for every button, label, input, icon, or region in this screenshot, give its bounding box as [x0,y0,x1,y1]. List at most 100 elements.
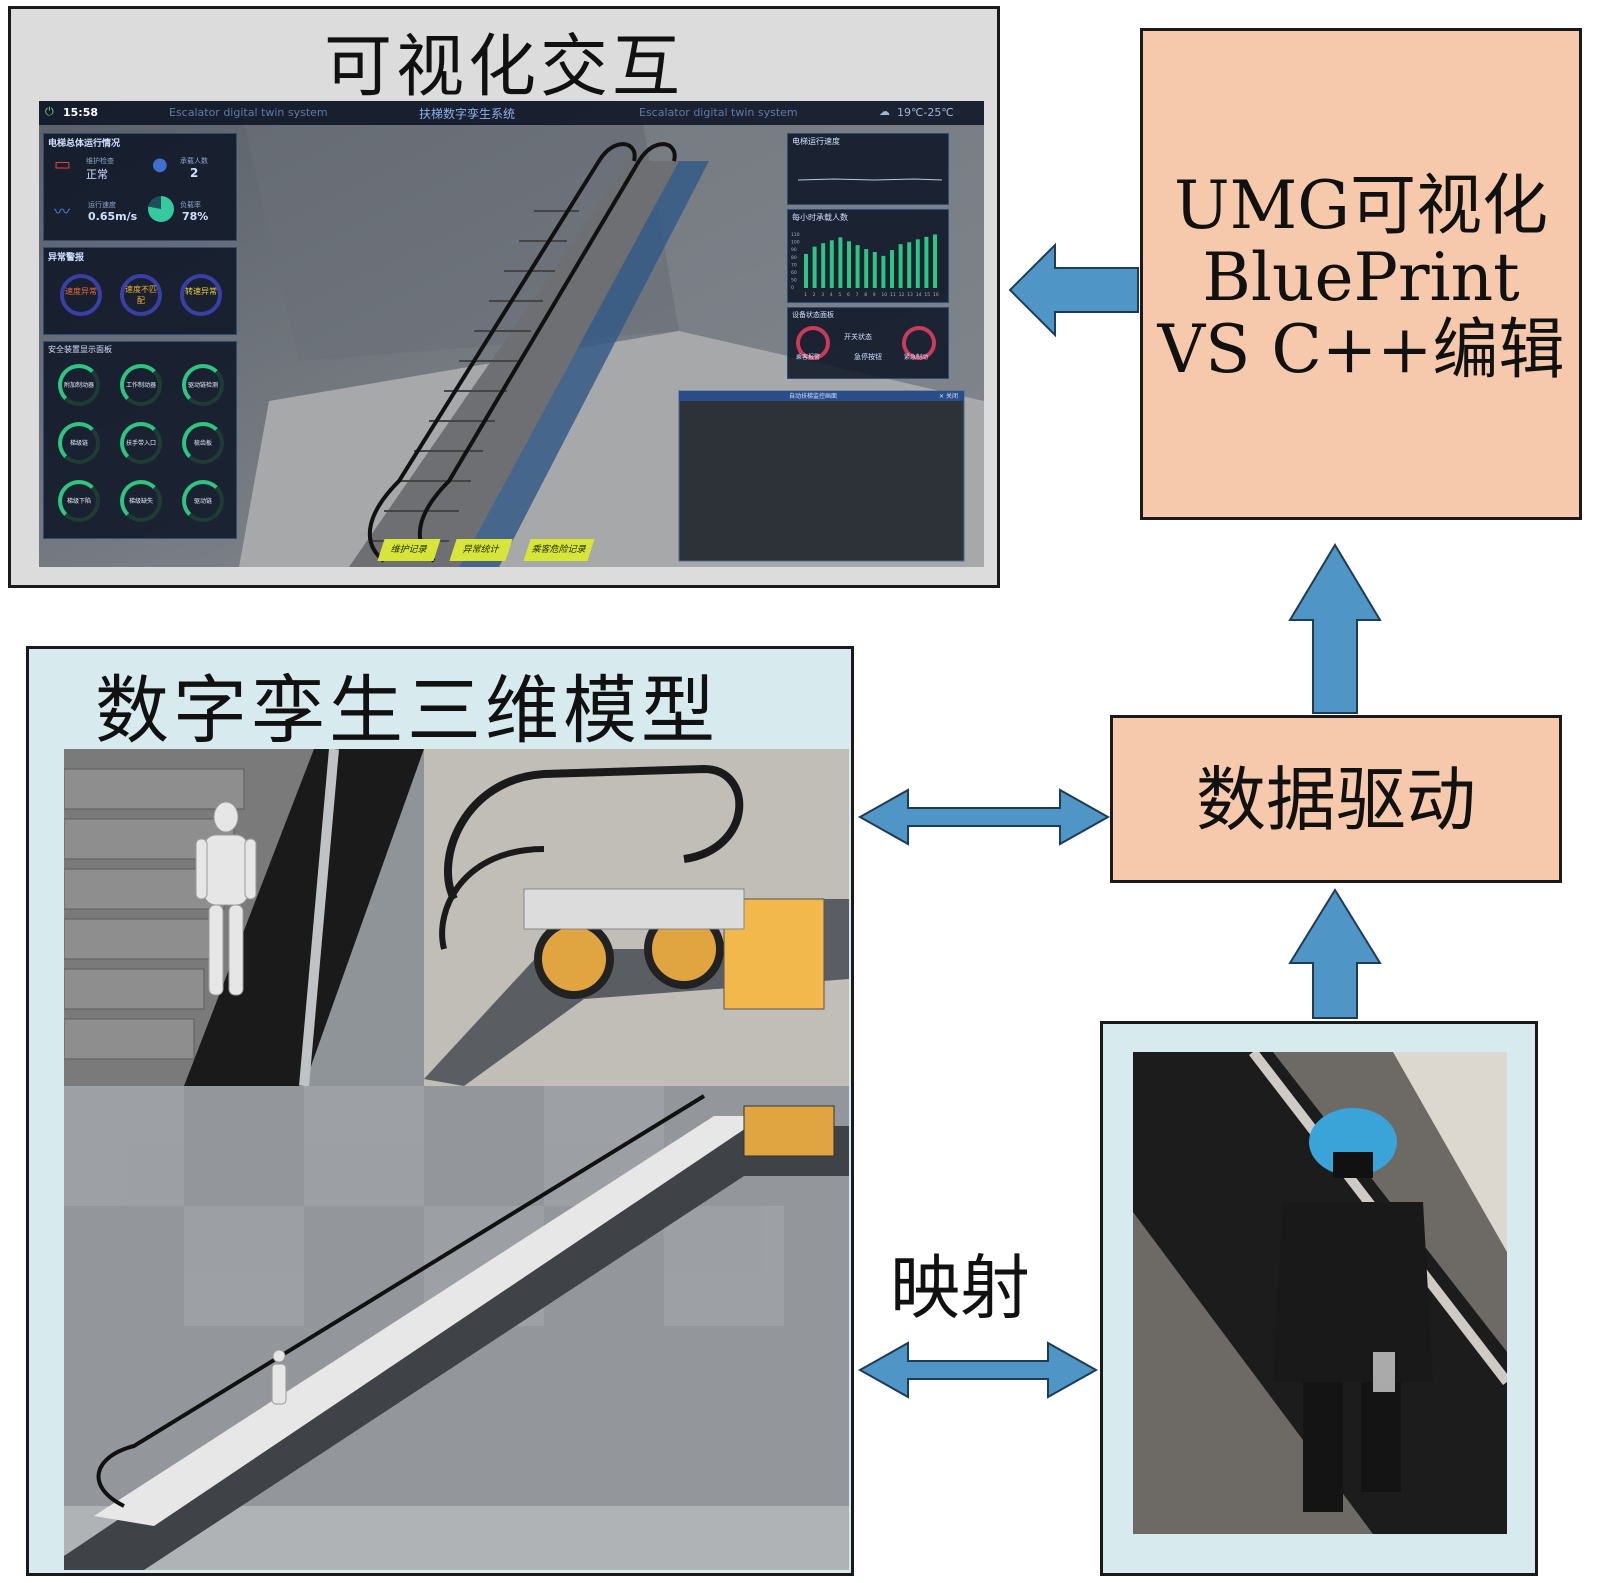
safety-label: 扶手带入口 [125,440,156,447]
video-title: 自动扶梯监控画面 [789,393,838,400]
render-drive-mechanism [424,749,849,1086]
status-item: 紧急制动 [904,354,929,361]
render-escalator-figure [64,749,424,1086]
passengers-value: 2 [190,166,199,180]
hud-top-bar: ⏻ 15:58 Escalator digital twin system 扶梯… [39,101,984,125]
monitor-icon: ▭ [54,154,72,175]
hourly-bar [881,255,886,288]
x-tick: 2 [813,292,816,298]
x-tick: 8 [864,292,867,298]
y-tick: 0 [791,285,794,291]
speed-label: 运行速度 [88,201,116,209]
arrow-to-umg [1288,543,1382,714]
status-item: 开关状态 [844,333,872,341]
video-close-button[interactable]: ✕ 关闭 [939,393,958,400]
weather: 19℃-25℃ [897,106,954,119]
speed-value: 0.65m/s [88,210,138,223]
pie-icon [148,196,174,222]
hourly-bar [804,253,808,288]
visualization-title: 可视化交互 [323,28,684,107]
safety-gauge [182,364,224,406]
safety-label: 附加制动器 [63,382,94,389]
real-escalator-photo [1133,1052,1507,1534]
person-in-helmet [1273,1108,1433,1512]
hourly-bar [890,250,894,288]
hourly-bar [898,244,903,288]
hourly-bar [829,240,834,288]
x-tick: 15 [924,292,930,298]
arrow-model-photo [857,1341,1099,1399]
hourly-bar [907,242,912,288]
safety-label: 梯级链 [69,440,88,447]
maintenance-value: 正常 [86,168,108,181]
power-icon[interactable]: ⏻ [45,105,54,118]
safety-panel: 安全装置显示面板 附加制动器工作制动器驱动链检测梯级链扶手带入口梳齿板梯级下陷梯… [43,341,237,539]
speed-chart-title: 电梯运行速度 [792,137,840,146]
y-tick: 100 [791,240,800,246]
x-tick: 16 [933,292,939,298]
safety-gauge [182,480,224,522]
safety-label: 驱动链检测 [187,382,218,389]
system-title: 扶梯数字孪生系统 [419,107,516,121]
x-tick: 6 [847,292,850,298]
alarm-gauge [180,274,222,316]
safety-gauge [120,480,162,522]
safety-gauge [58,364,100,406]
y-tick: 70 [791,262,797,268]
safety-gauge [120,422,162,464]
model-panel: 数字孪生三维模型 [26,646,854,1576]
alarm-item: 速度异常 [65,287,97,296]
dashboard-screenshot: ⏻ 15:58 Escalator digital twin system 扶梯… [39,101,984,567]
hourly-bar [915,239,920,288]
overview-panel: 电梯总体运行情况 ▭ 维护检查 正常 ● 承载人数 2 〰 运行速度 0.65m… [43,133,237,241]
banner-right: Escalator digital twin system [639,106,798,119]
speed-chart [797,178,943,181]
hourly-bar [838,237,843,288]
safety-title: 安全装置显示面板 [48,345,112,354]
alarm-gauge [60,274,102,316]
alarm-title: 异常警报 [48,253,85,263]
arrow-to-data-driven [1288,888,1382,1019]
person-icon: ● [152,154,168,175]
umg-line1: UMG可视化 [1174,167,1548,244]
y-tick: 80 [791,255,797,261]
status-gauge [796,326,830,360]
load-label: 负载率 [180,201,201,209]
safety-gauge [120,364,162,406]
umg-box: UMG可视化 BluePrint VS C++编辑 [1140,28,1582,520]
x-tick: 10 [881,292,887,298]
safety-gauge [58,422,100,464]
y-tick: 60 [791,270,797,276]
overview-title: 电梯总体运行情况 [48,139,121,149]
load-value: 78% [182,210,209,223]
y-tick: 50 [791,278,797,284]
umg-line2: BluePrint [1202,239,1520,316]
y-tick: 110 [791,232,800,238]
model-title: 数字孪生三维模型 [95,668,719,754]
alarm-panel: 异常警报 速度异常 速度不匹配 转速异常 [43,247,237,335]
x-tick: 14 [916,292,922,298]
hourly-bar [864,249,869,288]
data-driven-label: 数据驱动 [1196,759,1476,841]
maintenance-label: 维护检查 [86,157,114,165]
alarm-item: 速度不匹配 [125,285,157,305]
x-tick: 7 [856,292,859,298]
real-escalator-photo-frame [1100,1021,1538,1576]
human-figure [195,801,257,996]
visualization-panel: 可视化交互 [8,6,1000,588]
umg-line3: VS C++编辑 [1157,311,1565,388]
hourly-bar [872,251,877,288]
x-tick: 1 [804,292,807,298]
small-human-figure [271,1349,287,1405]
y-tick: 90 [791,247,797,253]
trend-icon: 〰 [54,202,71,221]
safety-gauge [58,480,100,522]
data-driven-box: 数据驱动 [1110,715,1562,883]
clock: 15:58 [63,106,99,119]
render-escalator-truss [64,1086,849,1570]
hourly-bar [855,245,860,288]
close-label: 关闭 [945,393,958,400]
hourly-bar [924,236,929,288]
